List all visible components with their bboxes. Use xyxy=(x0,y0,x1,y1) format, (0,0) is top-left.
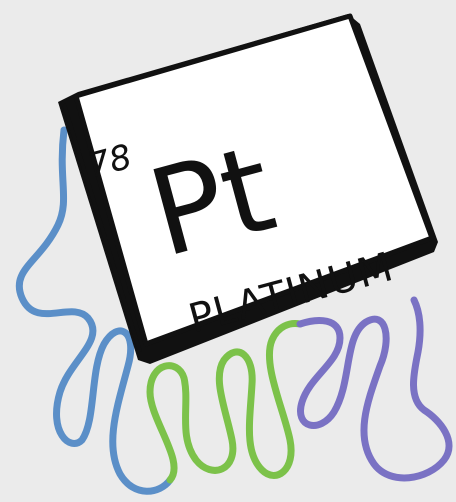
green-squiggle xyxy=(146,320,304,484)
tile-face xyxy=(73,13,435,347)
tile-edge xyxy=(62,103,142,353)
purple-squiggle xyxy=(296,296,453,482)
blue-squiggle xyxy=(15,126,174,495)
squiggle-ribbons xyxy=(15,126,453,495)
element-tile xyxy=(58,13,438,364)
